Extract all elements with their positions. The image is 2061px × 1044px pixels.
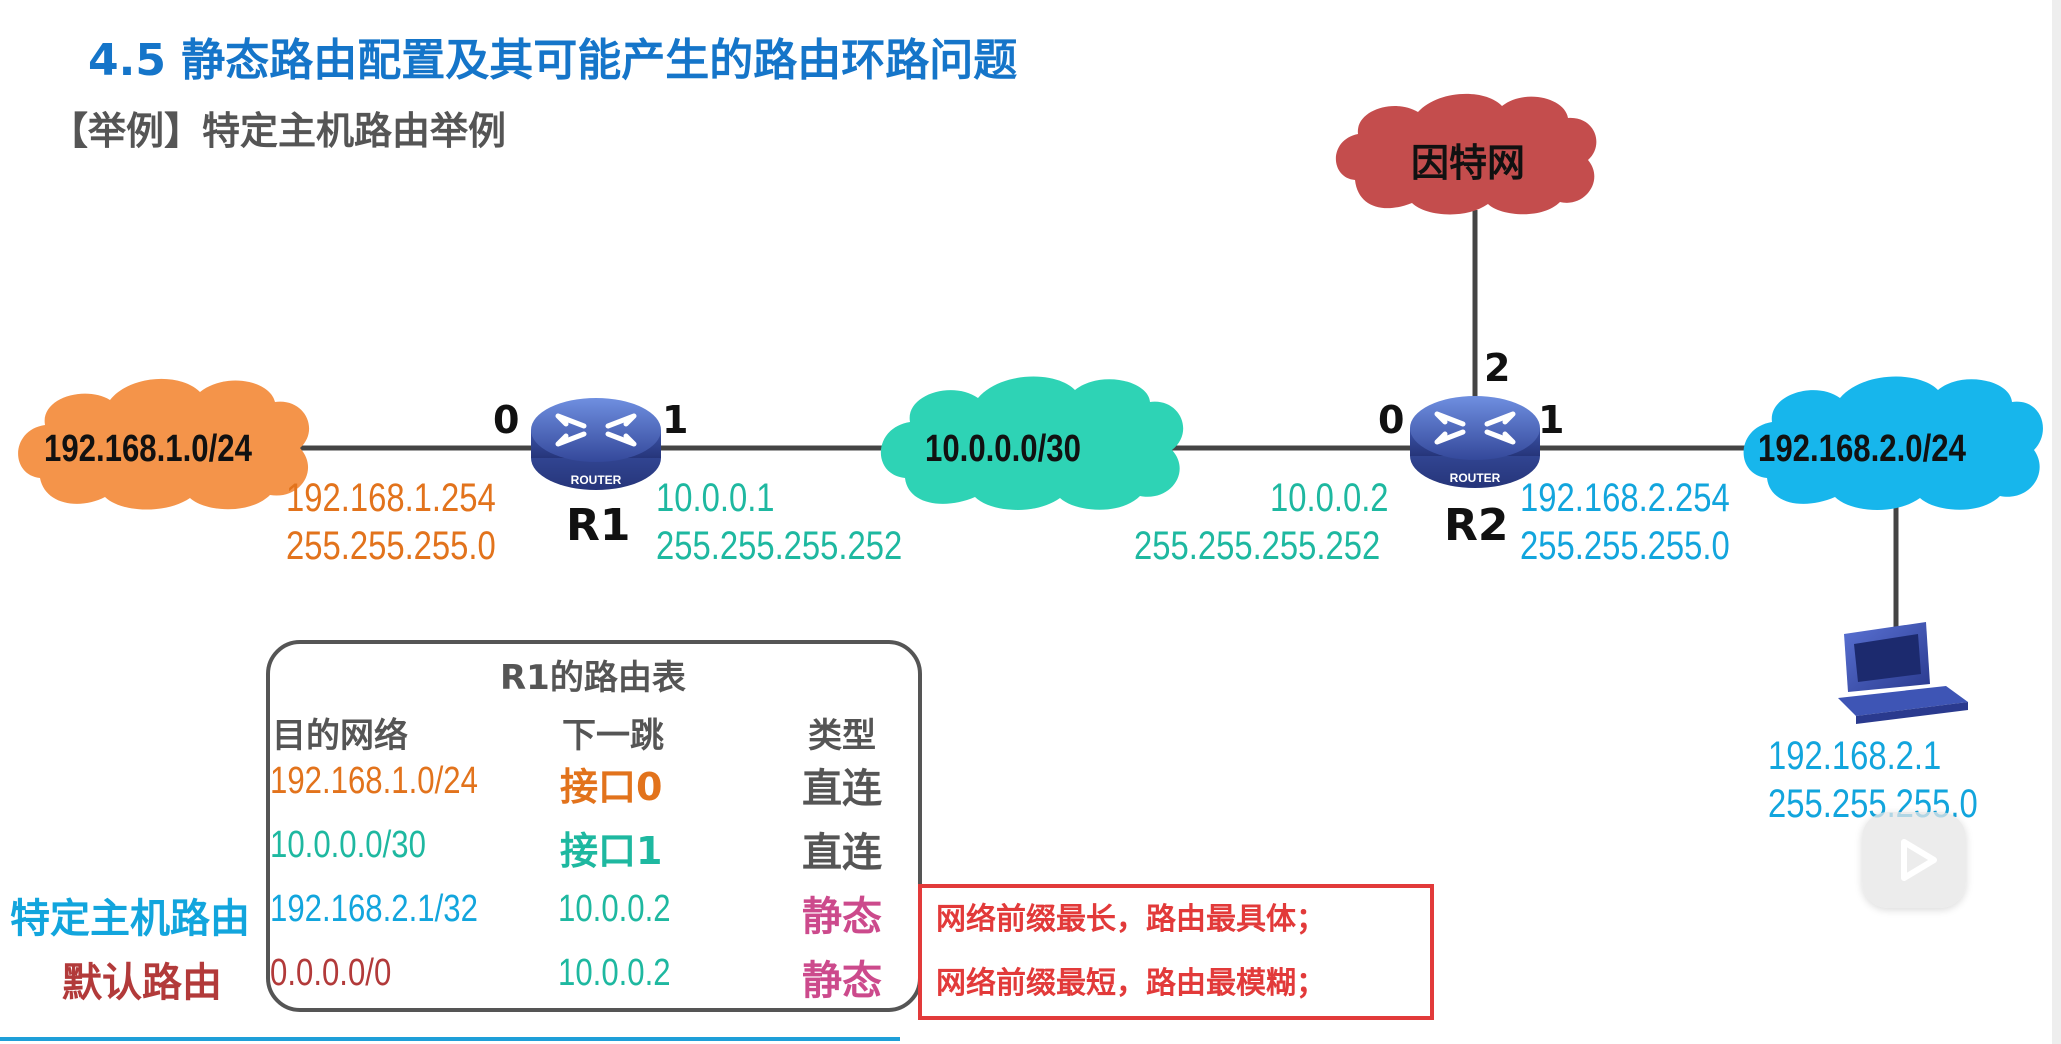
router-r2-name: R2 [1444,500,1509,551]
page-title: 4.5 静态路由配置及其可能产生的路由环路问题 [88,35,1018,86]
note-box [918,884,1434,1020]
example-subtitle: 【举例】特定主机路由举例 [50,109,507,153]
routing-table-title: R1的路由表 [500,658,686,698]
rt-row2-next-hop: 接口1 [560,829,663,873]
cloud-lan1 [18,378,310,510]
routing-table-box [266,640,922,1012]
cloud-internet-label: 因特网 [1411,141,1526,185]
rt-row4-next-hop: 10.0.0.2 [558,952,671,994]
rt-row3-label: 特定主机路由 [10,896,250,942]
router-r1-badge: ROUTER [571,473,622,487]
rt-row1-type: 直连 [802,766,882,812]
rt-row2-type: 直连 [802,830,882,876]
cloud-lan2 [1743,376,2043,510]
rt-row4-label: 默认路由 [62,960,222,1006]
router-r2-badge: ROUTER [1450,471,1501,485]
rt-row2-dest: 10.0.0.0/30 [270,824,426,866]
rt-row3-next-hop: 10.0.0.2 [558,888,671,930]
cloud-transit [880,376,1184,510]
rt-header-dest: 目的网络 [272,716,408,756]
r1-if0-mask: 255.255.255.0 [286,524,496,568]
r1-if1-ip: 10.0.0.1 [656,476,775,520]
rt-row3-type: 静态 [802,894,882,940]
r2-if1-ip: 192.168.2.254 [1520,476,1730,520]
r1-if1-mask: 255.255.255.252 [656,524,903,568]
window-right-edge [2052,0,2061,1044]
slide-bottom-rule [0,1037,900,1041]
r1-port-0: 0 [493,398,520,442]
note-line-1: 网络前缀最长，路由最具体； [936,902,1326,937]
host-pc-icon [1838,622,1968,724]
cloud-internet [1335,93,1597,215]
note-line-2: 网络前缀最短，路由最模糊； [936,966,1326,1001]
rt-row1-dest: 192.168.1.0/24 [270,760,478,802]
rt-row4-dest: 0.0.0.0/0 [270,952,392,994]
r2-port-0: 0 [1378,398,1405,442]
rt-row1-next-hop: 接口0 [560,765,663,809]
r2-if0-ip: 10.0.0.2 [1270,476,1389,520]
link-lines [300,210,1899,635]
router-r1-name: R1 [566,500,631,551]
r1-port-1: 1 [662,398,689,442]
host-ip: 192.168.2.1 [1768,734,1942,778]
r1-if0-ip: 192.168.1.254 [286,476,496,520]
play-icon [1901,839,1937,881]
rt-row3-dest: 192.168.2.1/32 [270,888,478,930]
video-play-button[interactable] [1862,812,1966,908]
r2-if1-mask: 255.255.255.0 [1520,524,1730,568]
cloud-lan1-label: 192.168.1.0/24 [44,428,252,470]
r2-if0-mask: 255.255.255.252 [1134,524,1381,568]
rt-header-type: 类型 [808,716,876,756]
r2-port-2: 2 [1484,346,1511,390]
router-r2-icon: ROUTER [1410,396,1540,488]
cloud-lan2-label: 192.168.2.0/24 [1758,428,1966,470]
rt-header-next-hop: 下一跳 [562,716,664,756]
r2-port-1: 1 [1538,398,1565,442]
router-r1-icon: ROUTER [531,398,661,490]
cloud-transit-label: 10.0.0.0/30 [925,428,1081,470]
rt-row4-type: 静态 [802,958,882,1004]
